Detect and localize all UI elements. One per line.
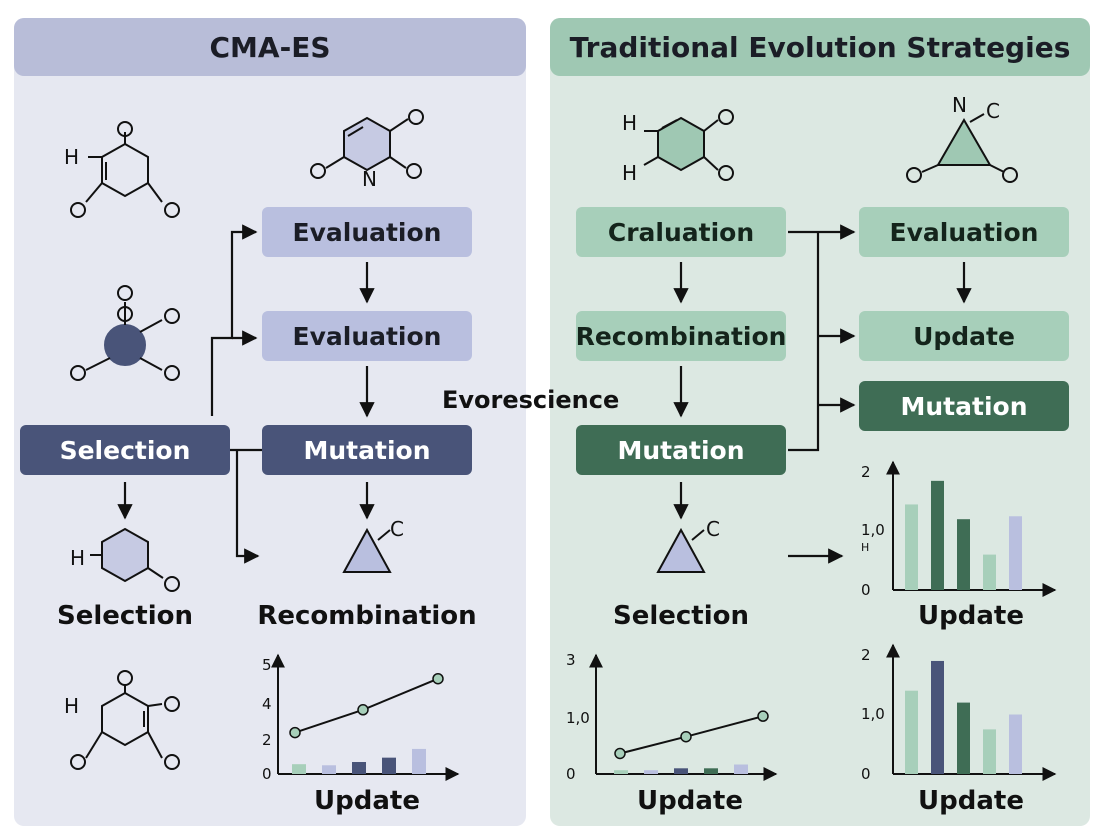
- central-atom-molecule-icon: [70, 285, 180, 381]
- chart-0-bar: [352, 762, 366, 774]
- right-craluation-box[interactable]: Craluation: [576, 207, 786, 257]
- atom-c-label: C: [986, 99, 1000, 123]
- left-mutation-box[interactable]: Mutation: [262, 425, 472, 475]
- chart-2-bar: [957, 519, 970, 590]
- atom-c-label: C: [390, 517, 404, 541]
- right-update-bottom-right-label: Update: [918, 786, 1024, 816]
- chart-2-tick-label: 1,0: [861, 521, 885, 539]
- atom-h-label: H: [70, 546, 85, 570]
- chart-1-point: [680, 730, 692, 743]
- left-evaluation-box-1[interactable]: Evaluation: [262, 207, 472, 257]
- chart-3-tick-label: 2: [861, 646, 871, 664]
- cma-es-title: CMA-ES: [14, 18, 526, 76]
- chart-3-tick-label: 0: [861, 765, 871, 783]
- chart-1-tick-label: 0: [566, 765, 576, 783]
- atom-h-label: H: [64, 694, 79, 718]
- center-label: Evorescience: [442, 386, 620, 414]
- chart-1-bar: [704, 768, 718, 774]
- chart-0-tick-label: 0: [262, 765, 272, 783]
- right-mutation-box-2[interactable]: Mutation: [859, 381, 1069, 431]
- atom-n-label: N: [362, 167, 377, 191]
- aziridine-molecule-icon: [906, 113, 1018, 183]
- chart-3-bar: [957, 702, 970, 774]
- chart-1-tick-label: 3: [566, 651, 576, 669]
- chart-3-bar: [983, 729, 996, 774]
- cma-es-panel: CMA-ES: [14, 18, 526, 826]
- chart-3-bar: [1009, 714, 1022, 774]
- chart-1-bar: [644, 770, 658, 774]
- chart-1-point: [614, 747, 626, 760]
- atom-c-label: C: [706, 517, 720, 541]
- chart-1-tick-label: 1,0: [566, 709, 590, 727]
- chart-0-tick-label: 2: [262, 731, 272, 749]
- right-cyclopropane-molecule-icon: [656, 527, 706, 573]
- right-recombination-box[interactable]: Recombination: [576, 311, 786, 361]
- chart-1-bar: [614, 770, 628, 774]
- right-update-bottom-left-label: Update: [637, 786, 743, 816]
- cyclohexene-molecule-icon: [90, 527, 180, 592]
- right-update-top-label: Update: [918, 601, 1024, 631]
- chart-2-tick-label: 2: [861, 463, 871, 481]
- chart-3-tick-label: 1,0: [861, 705, 885, 723]
- chart-0-point: [289, 726, 301, 739]
- benzoquinone-molecule-icon: [643, 109, 734, 181]
- chart-2-bar: [983, 554, 996, 590]
- chart-3-bar: [931, 660, 944, 774]
- chart-1-bar: [674, 768, 688, 774]
- right-evaluation-box[interactable]: Evaluation: [859, 207, 1069, 257]
- chart-0-point: [432, 672, 444, 685]
- pyridone-molecule-icon: [310, 109, 424, 179]
- atom-h-label: H: [64, 145, 79, 169]
- chart-2-bar: [1009, 516, 1022, 590]
- left-selection-label: Selection: [56, 601, 194, 631]
- left-update-label: Update: [314, 786, 420, 816]
- atom-h-label: H: [622, 161, 637, 185]
- chart-0-bar: [292, 764, 306, 774]
- cyclohexenone-molecule-icon: [70, 121, 180, 218]
- quinone-molecule-icon: [70, 670, 180, 770]
- chart-2-tick-label: 0: [861, 581, 871, 599]
- left-selection-box[interactable]: Selection: [20, 425, 230, 475]
- right-mutation-box[interactable]: Mutation: [576, 425, 786, 475]
- atom-n-label: N: [952, 93, 967, 117]
- chart-1-series-line: [619, 715, 764, 755]
- right-update-box[interactable]: Update: [859, 311, 1069, 361]
- cyclopropane-molecule-icon: [342, 527, 392, 573]
- chart-2-tick-label: H: [861, 541, 869, 554]
- chart-0-tick-label: 4: [262, 695, 272, 713]
- chart-0-bar: [382, 757, 396, 774]
- chart-0-tick-label: 5: [262, 656, 272, 674]
- left-recombination-label: Recombination: [257, 601, 477, 631]
- chart-0-bar: [412, 748, 426, 774]
- chart-1-bar: [734, 764, 748, 774]
- chart-0-point: [357, 704, 369, 716]
- chart-3-bar: [905, 690, 918, 774]
- chart-2-bar: [905, 504, 918, 590]
- atom-h-label: H: [622, 111, 637, 135]
- left-evaluation-box-2[interactable]: Evaluation: [262, 311, 472, 361]
- traditional-es-title: Traditional Evolution Strategies: [550, 18, 1090, 76]
- chart-1-point: [757, 710, 769, 722]
- chart-0-bar: [322, 765, 336, 774]
- chart-2-bar: [931, 480, 944, 590]
- right-selection-label: Selection: [612, 601, 750, 631]
